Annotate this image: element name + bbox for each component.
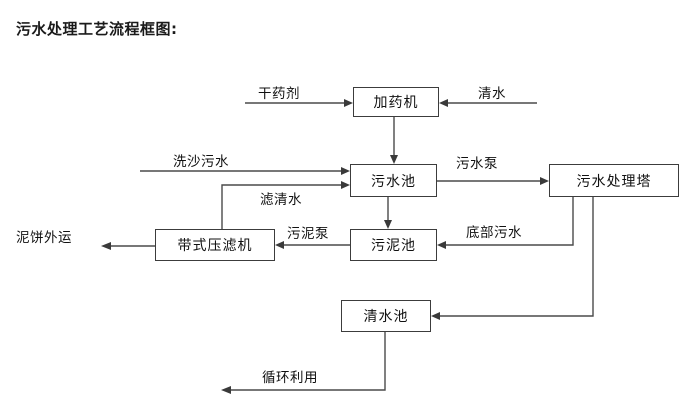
edge-sand-sewage-to-sewage-pool (140, 167, 350, 175)
edge-label-sludge-pump: 污泥泵 (287, 226, 329, 242)
node-label: 带式压滤机 (177, 238, 253, 254)
node-sludge-pool[interactable]: 污泥池 (350, 229, 437, 261)
edge-label-bottom-sewage: 底部污水 (466, 225, 522, 241)
node-treatment-tower[interactable]: 污水处理塔 (549, 164, 679, 197)
edge-sludge-pool-to-belt-press (275, 241, 350, 249)
node-label: 加药机 (373, 95, 419, 111)
edge-label-sewage-pump: 污水泵 (456, 156, 498, 172)
node-belt-filter-press[interactable]: 带式压滤机 (155, 229, 275, 261)
label-mud-cake-transport: 泥饼外运 (16, 230, 72, 246)
node-label: 污水池 (371, 173, 416, 190)
edge-label-sand-washing-sewage: 洗沙污水 (173, 154, 229, 170)
node-label: 污水处理塔 (576, 173, 652, 190)
page-title: 污水处理工艺流程框图: (16, 20, 178, 38)
node-sewage-pool[interactable]: 污水池 (350, 164, 437, 197)
edge-dosing-to-sewage-pool (390, 117, 398, 164)
edge-sewage-pool-to-sludge-pool (384, 197, 392, 229)
edge-label-clean-water: 清水 (478, 86, 506, 102)
node-clear-water-pool[interactable]: 清水池 (341, 300, 431, 332)
edge-label-filtrate: 滤清水 (260, 192, 302, 208)
edge-tower-to-clear-pool (431, 197, 594, 320)
edge-sewage-pool-to-tower (437, 177, 549, 185)
node-label: 污泥池 (371, 238, 416, 254)
edge-label-recycle-reuse: 循环利用 (262, 370, 318, 386)
edge-label-dry-agent: 干药剂 (258, 86, 300, 102)
node-dosing-machine[interactable]: 加药机 (353, 87, 439, 117)
edge-belt-press-to-mud-cake (101, 242, 155, 250)
node-label: 清水池 (363, 309, 409, 325)
